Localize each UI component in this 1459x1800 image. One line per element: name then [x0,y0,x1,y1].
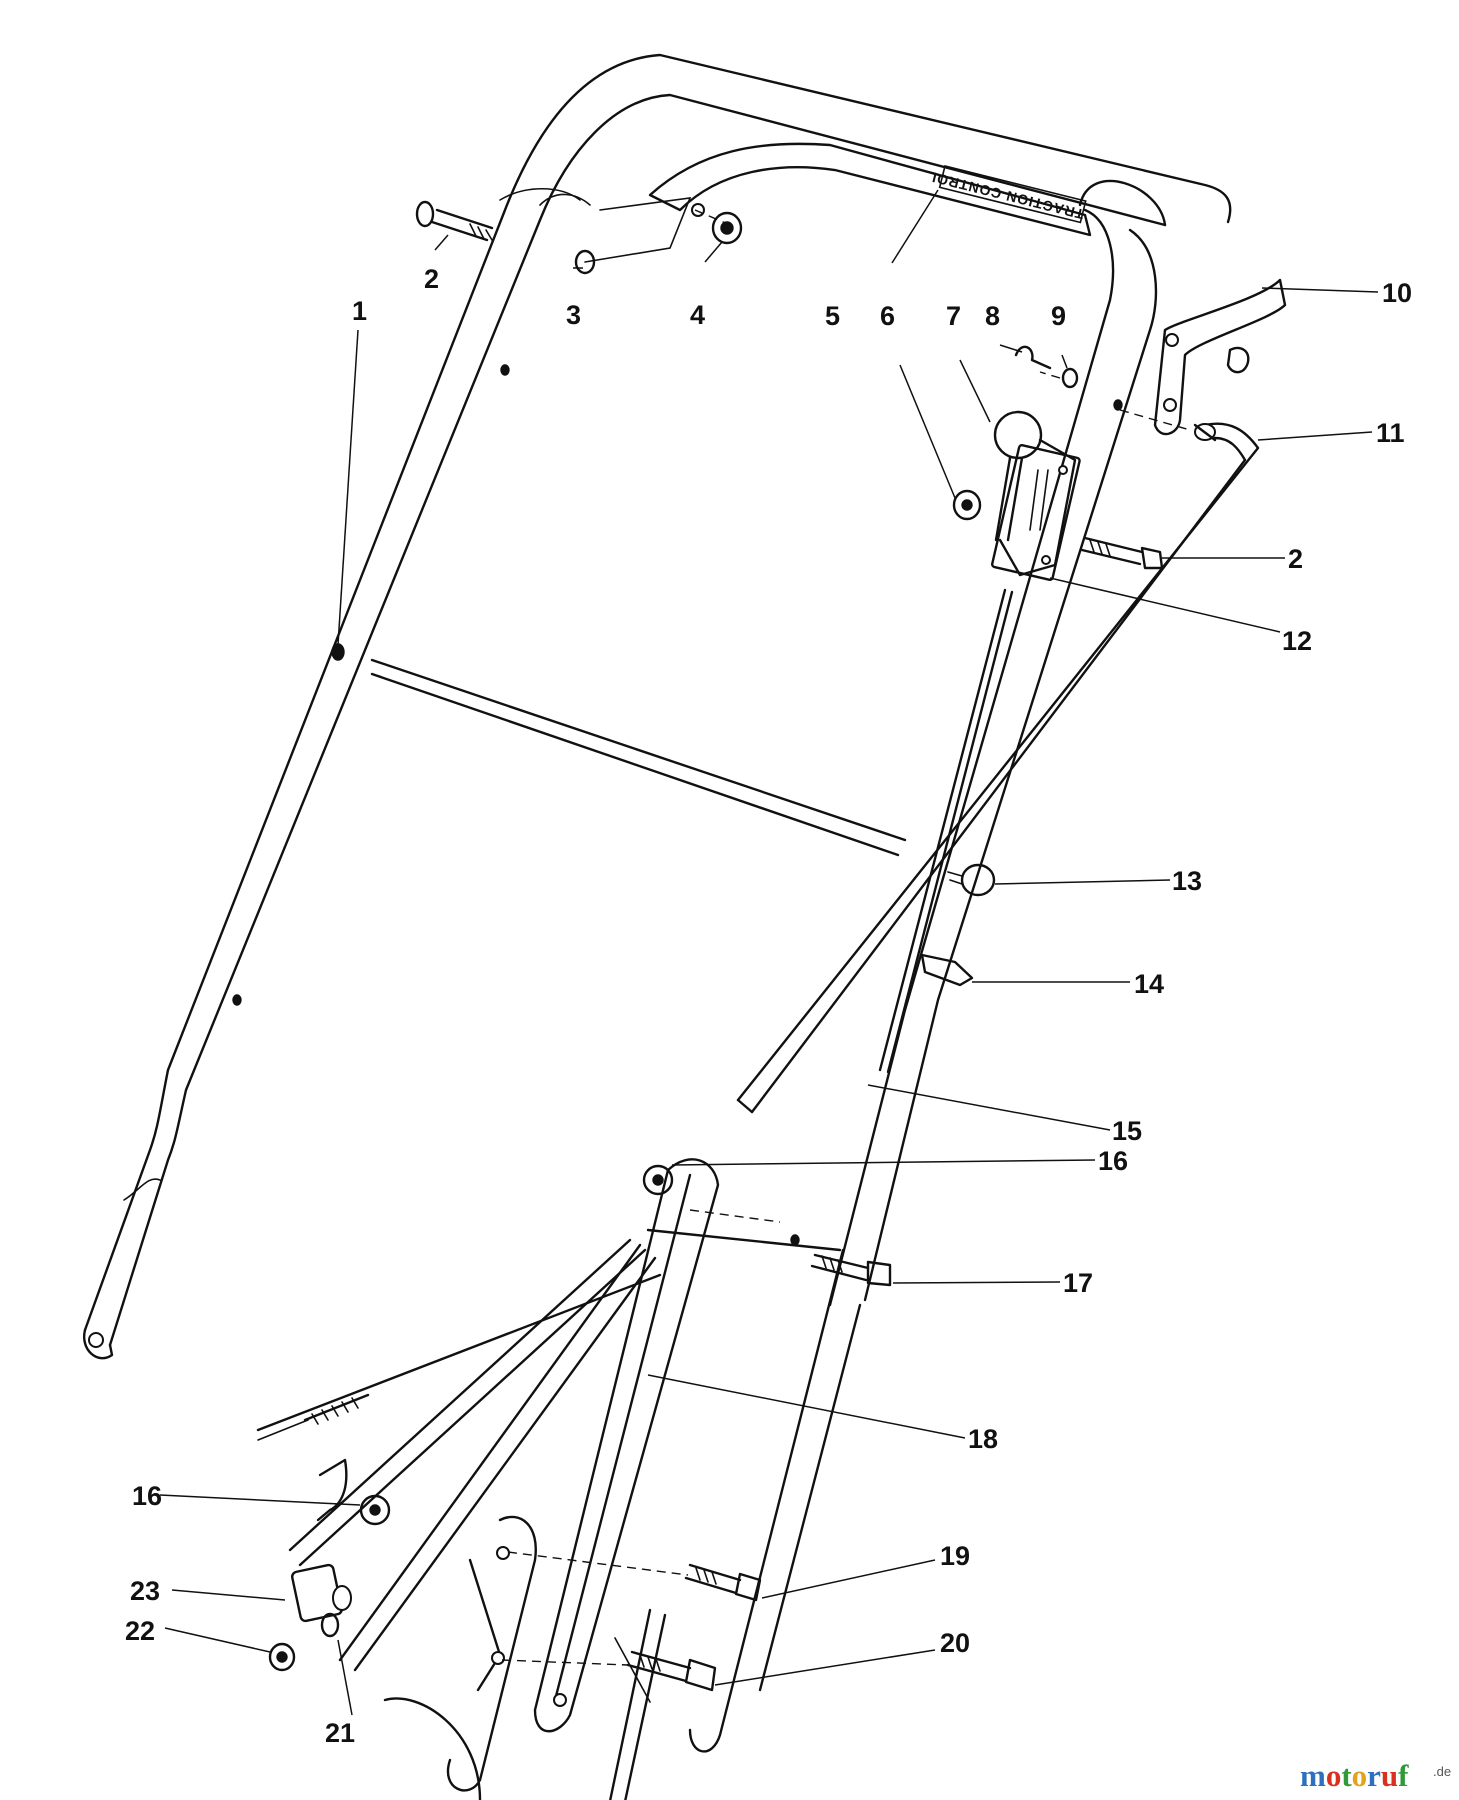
upper-handle [82,53,1232,1360]
wm-letter-4: r [1367,1758,1381,1793]
callout-21: 21 [325,1718,355,1748]
callout-13: 13 [1172,866,1202,896]
callout-10: 10 [1382,278,1412,308]
callout-12: 12 [1282,626,1312,656]
wm-letter-6: f [1398,1758,1409,1793]
bolt-2a [415,200,494,242]
callout-6: 6 [880,301,895,331]
wm-letter-0: m [1300,1758,1326,1793]
callout-22: 22 [125,1616,155,1646]
knob-13 [947,863,996,897]
control-lever [991,410,1081,581]
callout-8: 8 [985,301,1000,331]
cable-spring [303,1393,370,1522]
nut-22 [268,1642,296,1672]
callout-4: 4 [690,300,705,330]
bolt-2b [1080,536,1164,570]
callout-18: 18 [968,1424,998,1454]
control-cable [878,588,1014,1074]
callout-14: 14 [1134,969,1164,999]
handle-plate [584,197,692,263]
callout-2a: 2 [424,264,439,294]
washer-9 [1061,367,1079,389]
callout-15: 15 [1112,1116,1142,1146]
clip-8 [1014,345,1052,370]
washer-21 [320,1612,340,1638]
callout-19: 19 [940,1541,970,1571]
callout-17: 17 [1063,1268,1093,1298]
watermark: motoruf .de [1300,1758,1451,1793]
control-panel-bracket: TRACTION CONTROL [648,142,1092,237]
callout-23: 23 [130,1576,160,1606]
callout-3: 3 [566,300,581,330]
callout-labels: 1 2 2 3 4 5 6 7 8 9 10 11 12 13 14 15 16… [125,264,1412,1748]
wm-letter-1: o [1326,1758,1342,1793]
callout-16b: 16 [132,1481,162,1511]
lower-handle-right [688,1248,862,1753]
bolt-19 [684,1563,762,1602]
nut-16a [642,1164,674,1196]
lower-handle [533,1158,842,1733]
lower-frame [256,1238,667,1800]
lever-knob [993,410,1043,460]
callout-2b: 2 [1288,544,1303,574]
clip-14 [920,953,974,987]
washer-3 [574,249,596,275]
callout-5: 5 [825,301,840,331]
bolt-17 [810,1253,892,1287]
rod-bracket [1153,278,1287,436]
callout-1: 1 [352,296,367,326]
shift-rod [736,422,1260,1114]
wm-letter-2: t [1341,1758,1352,1793]
hardware [232,200,1164,1692]
callout-9: 9 [1051,301,1066,331]
wm-letter-5: u [1381,1758,1398,1793]
wm-letter-3: o [1352,1758,1368,1793]
assembly-lines [501,209,1191,1666]
callout-20: 20 [940,1628,970,1658]
callout-11: 11 [1376,418,1405,448]
leader-lines [159,189,1379,1716]
wm-suffix: .de [1433,1764,1451,1779]
callout-7: 7 [946,301,961,331]
nut-1 [331,643,345,661]
cross-brace [370,658,907,857]
handle-end-hole [88,1332,104,1348]
nut-5 [952,489,982,521]
svg-text:motoruf: motoruf [1300,1758,1409,1793]
nut-16b [359,1494,391,1526]
bolt-20 [626,1650,717,1692]
callout-16a: 16 [1098,1146,1128,1176]
part-23-bracket [290,1563,352,1623]
nut-4 [711,211,743,245]
